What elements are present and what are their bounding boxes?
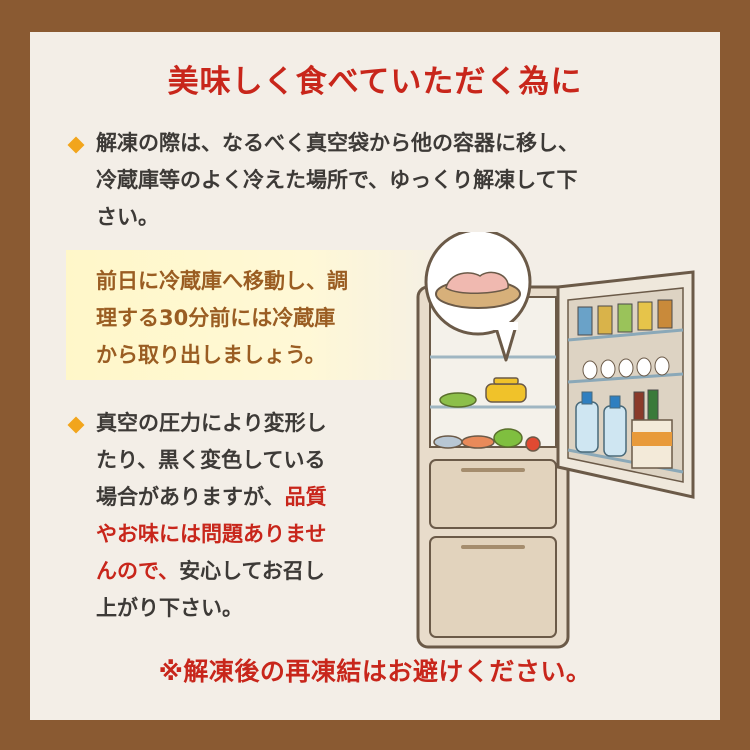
diamond-bullet-icon bbox=[67, 416, 85, 434]
content-panel: 美味しく食べていただく為に 解凍の際は、なるべく真空袋から他の容器に移し、 冷蔵… bbox=[30, 32, 720, 720]
bullet-vacuum: 真空の圧力により変形し たり、黒く変色している 場合がありますが、品質 やお味に… bbox=[67, 405, 400, 627]
refreeze-notice: ※解凍後の再凍結はお避けください。 bbox=[158, 657, 592, 686]
meat-plate-icon bbox=[435, 271, 521, 309]
tip-highlight-band bbox=[66, 250, 466, 380]
bullet-vacuum-normal: 真空の圧力により変形し たり、黒く変色している 場合がありますが、 bbox=[96, 411, 327, 509]
bullet-vacuum-normal-end: 安心してお召し 上がり下さい。 bbox=[96, 559, 325, 620]
bullet-thawing: 解凍の際は、なるべく真空袋から他の容器に移し、 冷蔵庫等のよく冷えた場所で、ゆっ… bbox=[67, 125, 690, 236]
refrigerator-illustration bbox=[416, 232, 695, 649]
tip-text: 前日に冷蔵庫へ移動し、調 理する30分前には冷蔵庫 から取り出しましょう。 bbox=[96, 269, 348, 367]
bullet-vacuum-text: 真空の圧力により変形し たり、黒く変色している 場合がありますが、品質 やお味に… bbox=[96, 405, 327, 627]
bullet-thawing-text: 解凍の際は、なるべく真空袋から他の容器に移し、 冷蔵庫等のよく冷えた場所で、ゆっ… bbox=[96, 131, 579, 229]
diamond-bullet-icon bbox=[67, 136, 85, 154]
bullet-vacuum-highlight: 品質 やお味には問題ありませ んので、 bbox=[96, 485, 327, 583]
page-title: 美味しく食べていただく為に bbox=[167, 64, 583, 100]
